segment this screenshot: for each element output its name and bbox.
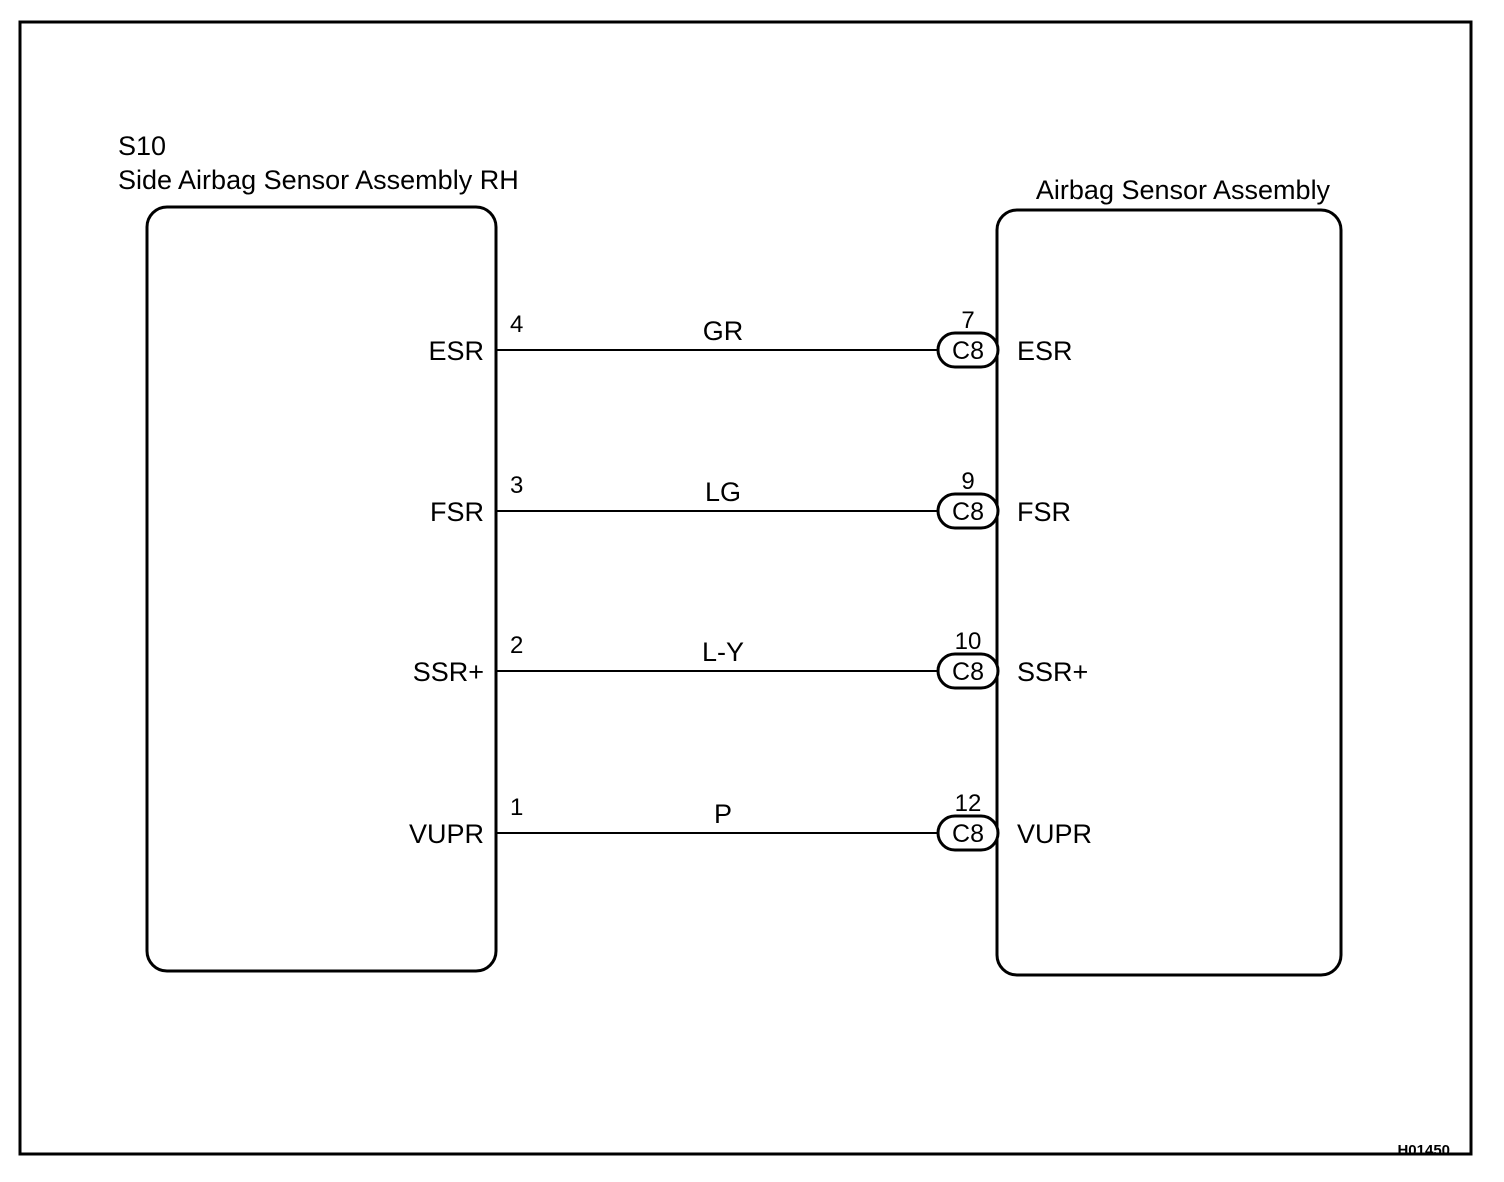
left-component-code: S10 [118,131,166,161]
right-terminal-label: FSR [1017,497,1071,527]
right-pin-number: 10 [955,628,982,655]
right-pin-number: 12 [955,790,982,817]
right-terminal-label: ESR [1017,336,1073,366]
connector-outline [936,331,1000,369]
wire-color-label: L-Y [702,637,744,667]
left-pin-number: 1 [510,794,523,821]
connector-outline [936,492,1000,530]
connector-code: C8 [952,498,984,526]
right-component-box [995,208,1343,977]
left-terminal-label: VUPR [409,819,484,849]
right-terminal-label: SSR+ [1017,657,1088,687]
left-pin-number: 2 [510,632,523,659]
wire-color-label: P [714,799,732,829]
connector-code: C8 [952,658,984,686]
figure-code: H01450 [1397,1142,1450,1159]
connector-outline [936,652,1000,690]
left-pin-number: 3 [510,472,523,499]
right-component-name: Airbag Sensor Assembly [1036,175,1331,205]
right-terminal-label: VUPR [1017,819,1092,849]
diagram-frame [18,20,1473,1156]
connector-code: C8 [952,337,984,365]
left-component-box [145,205,498,973]
left-pin-number: 4 [510,311,523,338]
left-terminal-label: SSR+ [413,657,484,687]
connector-code: C8 [952,820,984,848]
left-terminal-label: FSR [430,497,484,527]
right-pin-number: 9 [961,468,974,495]
right-pin-number: 7 [961,307,974,334]
wire-color-label: LG [705,477,741,507]
wire-color-label: GR [703,316,744,346]
left-terminal-label: ESR [428,336,484,366]
left-component-name: Side Airbag Sensor Assembly RH [118,165,519,195]
connector-outline [936,814,1000,852]
